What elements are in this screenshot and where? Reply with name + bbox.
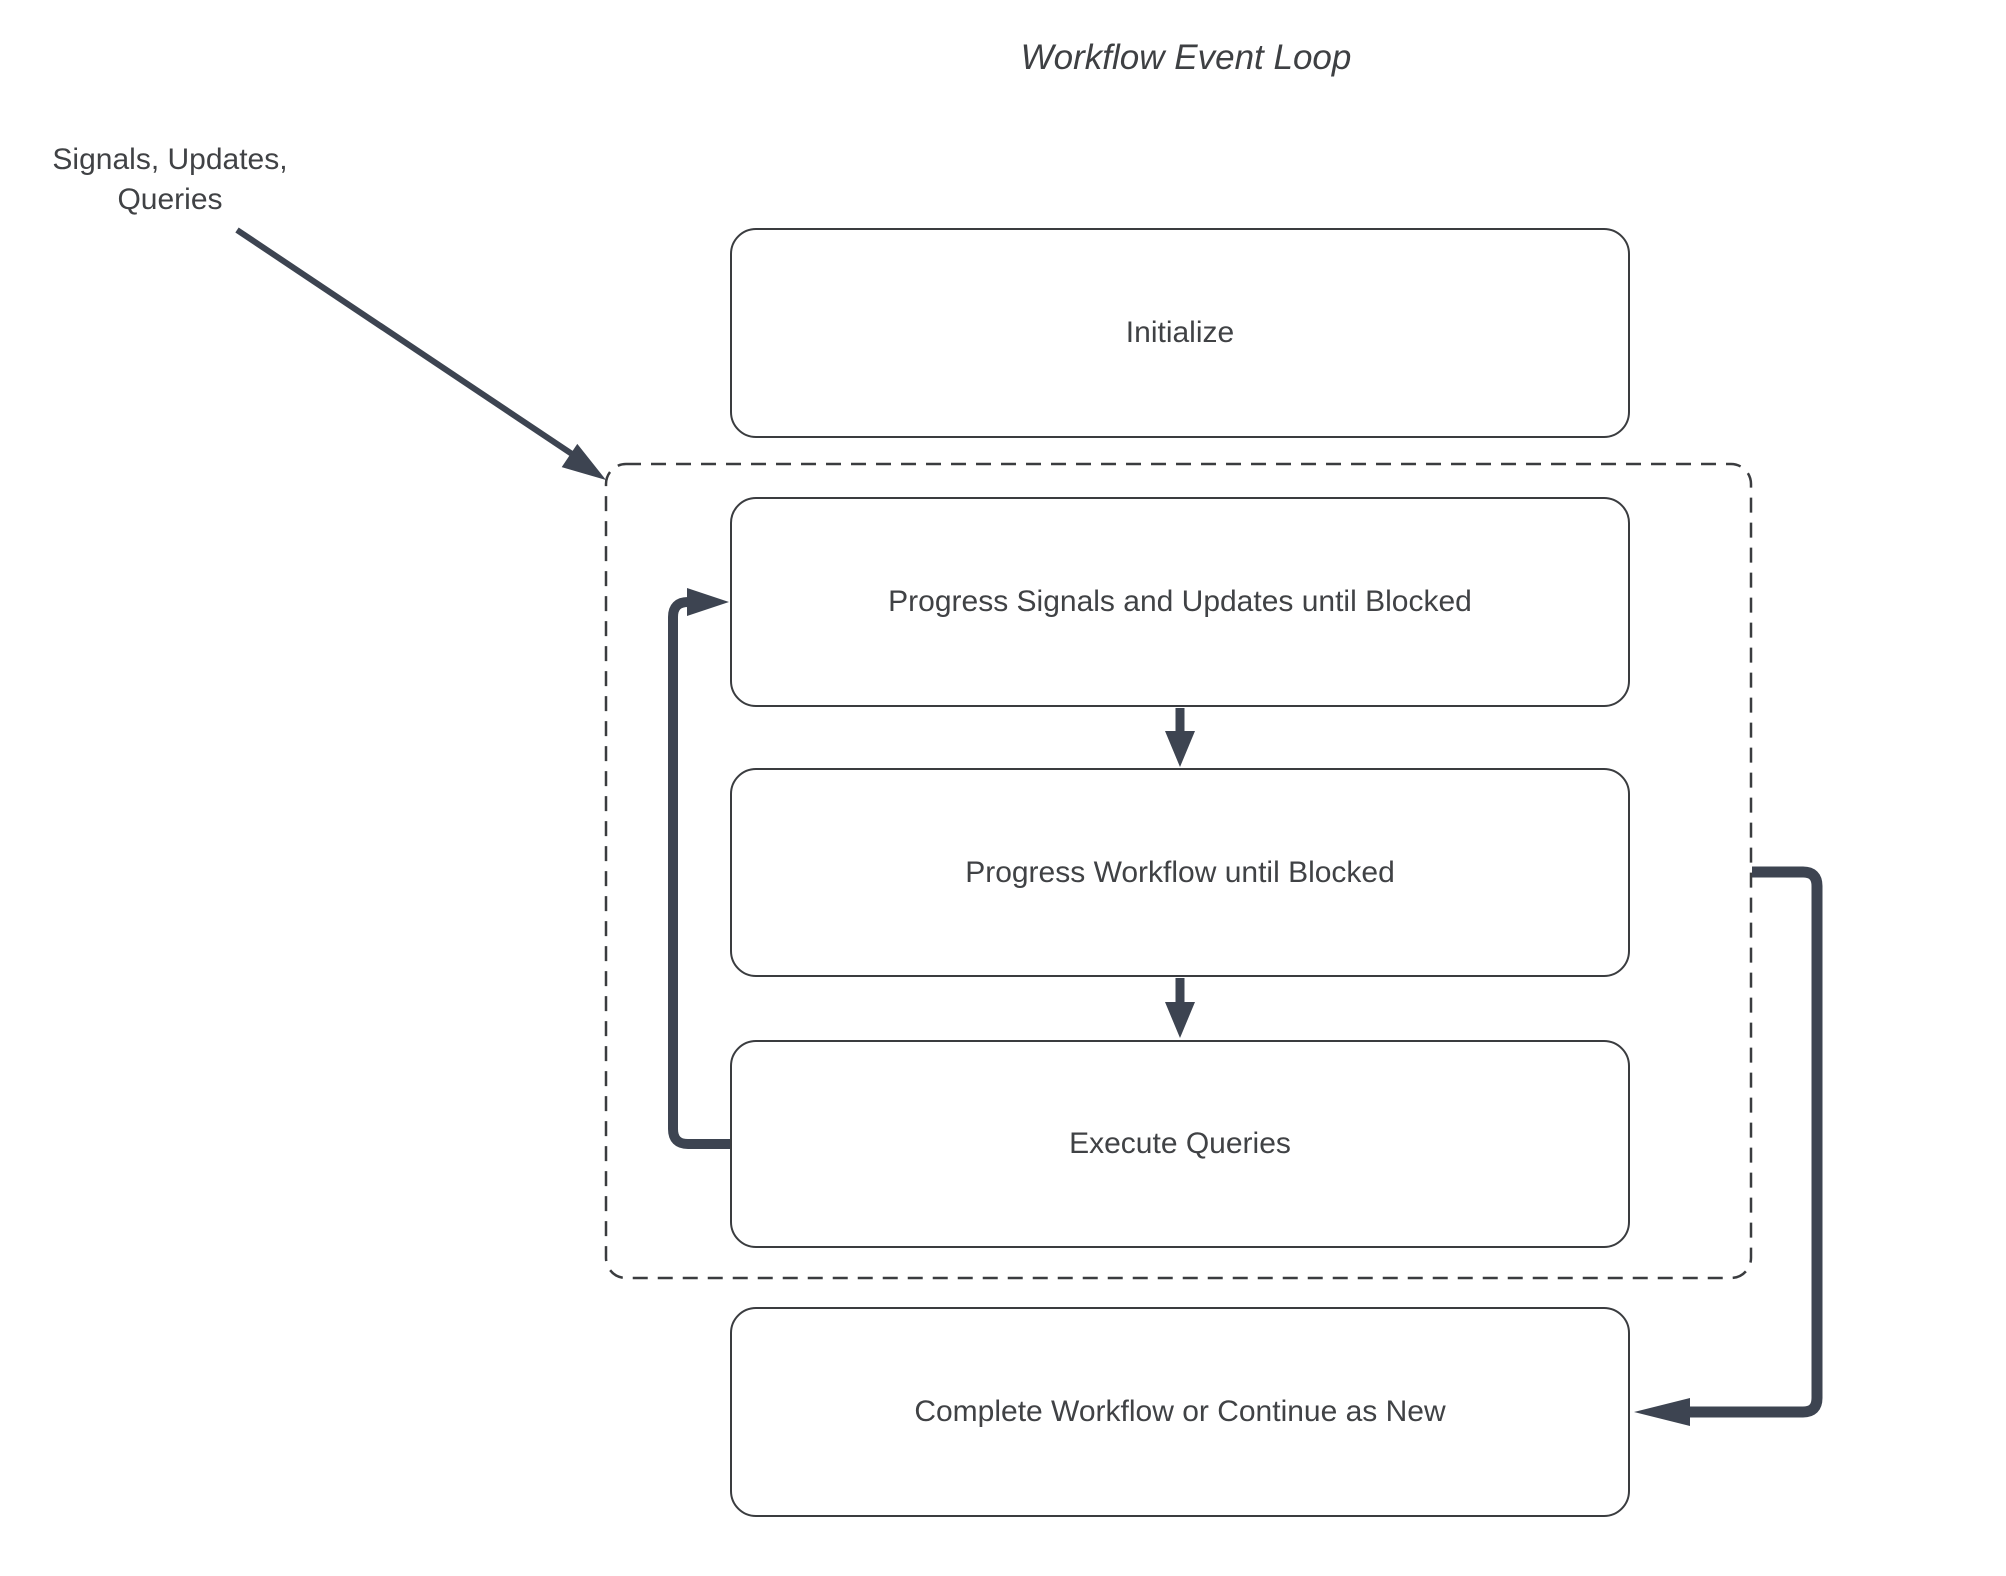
arrow-down-icon (1165, 1002, 1195, 1038)
signals-input-arrowhead (561, 443, 606, 480)
arrow-signals-to-workflow (1165, 708, 1195, 767)
input-sources-label: Signals, Updates, Queries (52, 143, 288, 216)
arrow-down-icon (1165, 731, 1195, 767)
node-label: Execute Queries (1069, 1127, 1291, 1160)
node-complete-workflow: Complete Workflow or Continue as New (730, 1307, 1630, 1517)
node-label: Initialize (1125, 316, 1235, 349)
arrow-left-icon (1634, 1398, 1690, 1426)
node-progress-workflow: Progress Workflow until Blocked (730, 768, 1630, 977)
arrow-right-icon (687, 588, 729, 616)
node-progress-signals-updates: Progress Signals and Updates until Block… (730, 497, 1630, 707)
node-label: Progress Signals and Updates until Block… (888, 585, 1472, 618)
node-label: Progress Workflow until Blocked (965, 855, 1395, 889)
signals-input-arrow (235, 227, 606, 480)
arrow-workflow-to-queries (1165, 978, 1195, 1038)
event-loop-dashed-container (604, 462, 1753, 1280)
exit-loop-connector (1634, 866, 1823, 1426)
node-label: Complete Workflow or Continue as New (914, 1395, 1446, 1428)
diagram-title: Workflow Event Loop (1020, 38, 1352, 77)
node-execute-queries: Execute Queries (730, 1040, 1630, 1248)
node-initialize: Initialize (730, 228, 1630, 438)
loop-back-connector (668, 588, 730, 1149)
